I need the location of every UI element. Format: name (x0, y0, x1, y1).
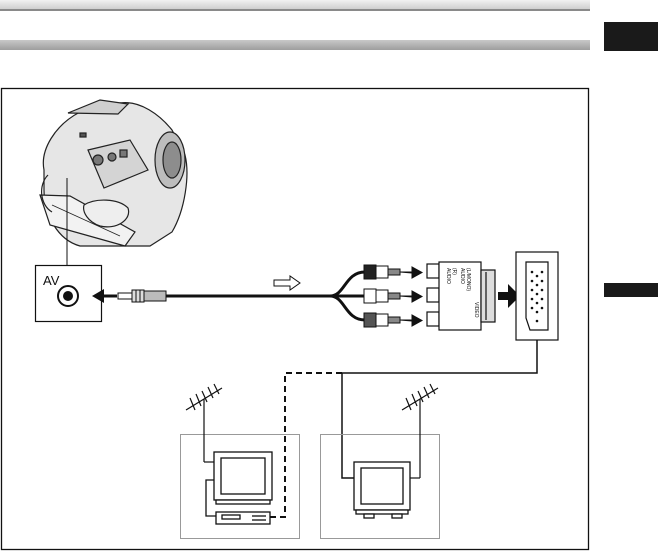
jack-label-audio-r-2: (R) (451, 268, 457, 275)
vcr-icon (216, 512, 270, 524)
av-jack-label: AV (43, 273, 60, 288)
rca-plug-audio-l (364, 289, 422, 303)
rca-plug-video (364, 313, 422, 327)
rca-plug-audio-r (364, 265, 422, 279)
jack-label-audio-l-1: AUDIO (459, 268, 465, 284)
television-left-icon (214, 452, 272, 504)
television-right-icon (354, 462, 410, 518)
jack-label-audio-l-2: (L/MONO) (465, 268, 471, 291)
cable-branches (330, 272, 365, 320)
jack-label-video: VIDEO (473, 302, 479, 318)
antenna-left-icon (186, 384, 222, 462)
wire-to-vcr-dashed (270, 373, 342, 517)
av-mini-plug (118, 290, 166, 302)
jack-label-audio-r-1: AUDIO (445, 268, 451, 284)
av-jack-panel: AV (36, 266, 102, 322)
signal-direction-arrow-icon (274, 276, 300, 290)
tv-scart-socket (516, 252, 558, 340)
camcorder-illustration (40, 100, 187, 246)
